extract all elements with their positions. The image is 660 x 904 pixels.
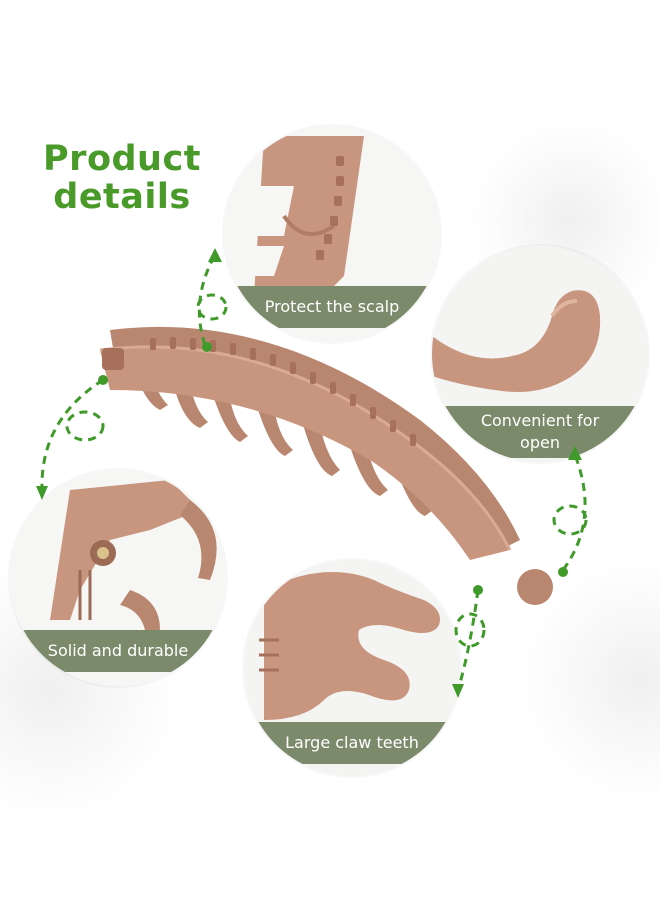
banana-clip-illustration bbox=[99, 326, 553, 605]
page-title: Product details bbox=[22, 140, 222, 216]
feature-label: Protect the scalp bbox=[264, 297, 400, 316]
clip-inner-teeth bbox=[150, 337, 416, 446]
feature-label: Solid and durable bbox=[47, 641, 189, 660]
feature-label-line2: open bbox=[520, 433, 560, 452]
feature-circle-durable: Solid and durable bbox=[10, 470, 226, 686]
feature-label-band: Protect the scalp bbox=[224, 286, 440, 328]
feature-circle-scalp: Protect the scalp bbox=[224, 126, 440, 342]
feature-circle-claw: Large claw teeth bbox=[244, 560, 460, 776]
feature-label-band: Convenient for open bbox=[432, 406, 648, 458]
title-line2: details bbox=[53, 177, 191, 217]
title-line1: Product bbox=[43, 139, 201, 179]
arrow-to-durable bbox=[40, 378, 104, 491]
feature-circle-open: Convenient for open bbox=[432, 246, 648, 462]
feature-label-line1: Convenient for bbox=[480, 411, 600, 430]
feature-label: Large claw teeth bbox=[285, 733, 419, 752]
feature-label-band: Solid and durable bbox=[10, 630, 226, 672]
arrow-to-claw bbox=[456, 589, 480, 691]
feature-label-band: Large claw teeth bbox=[244, 722, 460, 764]
